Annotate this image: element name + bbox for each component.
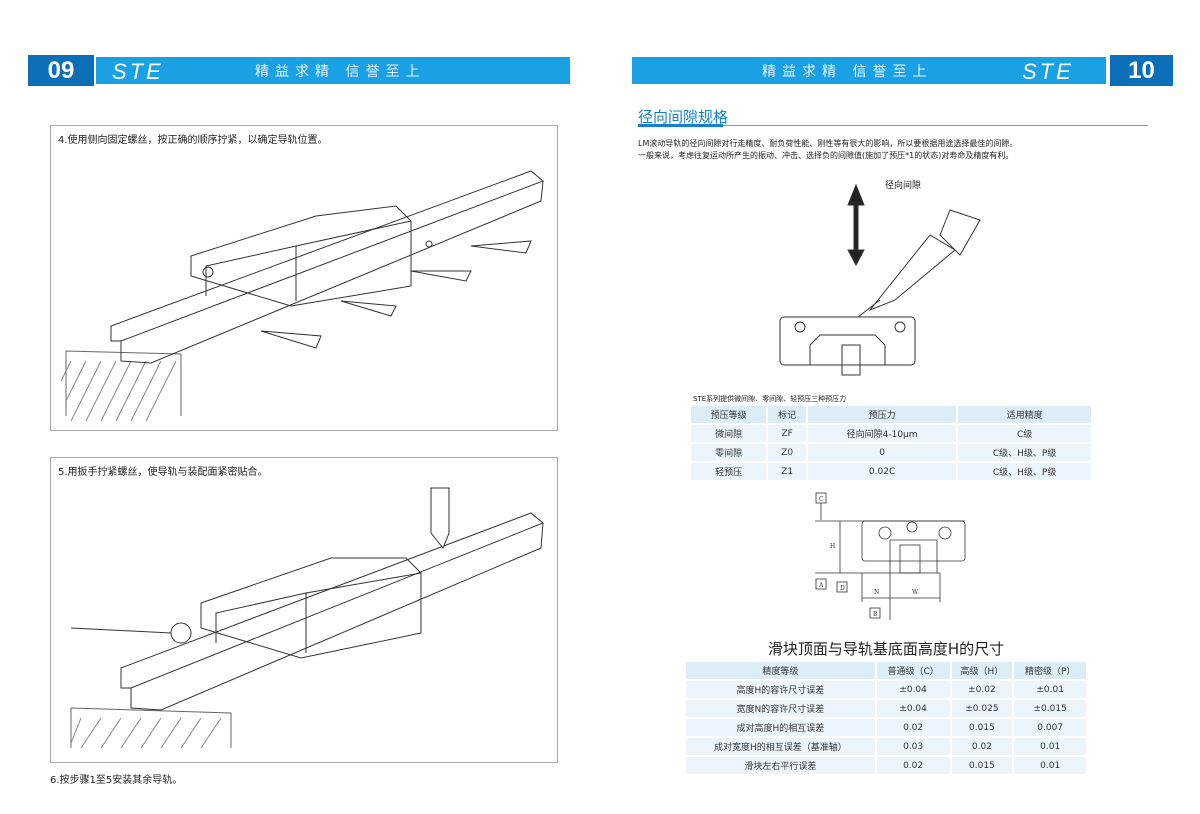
table-row: 精度等级普通级（C）高级（H）精密级（P） [686, 662, 1086, 679]
dimension-diagram: C H A D N W B [815, 492, 966, 620]
table-cell: ±0.02 [951, 681, 1013, 698]
right-header-bar [632, 57, 1106, 84]
radial-clearance-label: 径向间隙 [885, 181, 922, 191]
datum-a-label: A [818, 582, 824, 589]
left-page-number: 09 [28, 55, 94, 86]
table-cell: ±0.04 [876, 681, 950, 698]
section-underline-accent [638, 124, 723, 127]
table-cell: 轻预压 [691, 463, 767, 480]
table-cell: C级、H级、P级 [958, 444, 1091, 461]
left-logo: STE [112, 59, 164, 84]
table-cell: Z1 [768, 463, 806, 480]
table-cell: 成对宽度H的相互误差（基准轴） [686, 738, 875, 755]
step5-figure: 5.用扳手拧紧螺丝，使导轨与装配面紧密贴合。 [50, 457, 558, 763]
width-w-label: W [912, 589, 919, 596]
section-title: 径向间隙规格 [638, 108, 729, 126]
height-table-title: 滑块顶面与导轨基底面高度H的尺寸 [767, 640, 1005, 658]
table-cell: 径向间隙4-10μm [807, 425, 957, 442]
table-cell: 精密级（P） [1014, 662, 1086, 679]
rail-mounting-illustration [60, 170, 544, 422]
datum-c-label: C [819, 496, 824, 503]
table-cell: 预压力 [807, 406, 957, 423]
table-cell: 0.007 [1014, 719, 1086, 736]
table-cell: 高级（H） [951, 662, 1013, 679]
section-underline [638, 125, 1148, 126]
table-cell: 普通级（C） [876, 662, 950, 679]
table-cell: ZF [768, 425, 806, 442]
table-cell: 0.015 [951, 757, 1013, 774]
table-cell: 0.02 [951, 738, 1013, 755]
height-h-label: H [830, 543, 835, 550]
step4-figure: 4.使用侧向固定螺丝，按正确的顺序拧紧，以确定导轨位置。 [50, 125, 558, 431]
table-cell: C级 [958, 425, 1091, 442]
right-slogan: 精益求精 信誉至上 [762, 64, 933, 80]
table-cell: ±0.01 [1014, 681, 1086, 698]
table-cell: 高度H的容许尺寸误差 [686, 681, 875, 698]
table-cell: 0 [807, 444, 957, 461]
table-cell: 适用精度 [958, 406, 1091, 423]
preload-caption: STE系列提供微间隙、零间隙、轻预压三种预压力 [693, 395, 847, 403]
table-cell: 0.01 [1014, 757, 1086, 774]
table-cell: Z0 [768, 444, 806, 461]
table-cell: 成对高度H的相互误差 [686, 719, 875, 736]
table-row: 宽度N的容许尺寸误差±0.04±0.025±0.015 [686, 700, 1086, 717]
intro-line-1: LM滚动导轨的径向间隙对行走精度、耐负荷性能、刚性等有很大的影响，所以要根据用途… [638, 139, 1018, 148]
right-page-number: 10 [1110, 55, 1173, 86]
datum-d-label: D [840, 585, 845, 592]
table-cell: ±0.015 [1014, 700, 1086, 717]
right-logo: STE [1022, 59, 1074, 84]
table-cell: 精度等级 [686, 662, 875, 679]
table-cell: ±0.04 [876, 700, 950, 717]
wrench-tightening-illustration [70, 487, 544, 749]
table-cell: 预压等级 [691, 406, 767, 423]
table-cell: 0.015 [951, 719, 1013, 736]
table-cell: 0.02C [807, 463, 957, 480]
step5-caption: 5.用扳手拧紧螺丝，使导轨与装配面紧密贴合。 [58, 467, 268, 478]
table-cell: 标记 [768, 406, 806, 423]
table-cell: 宽度N的容许尺寸误差 [686, 700, 875, 717]
table-cell: 0.01 [1014, 738, 1086, 755]
datum-b-label: B [873, 611, 878, 618]
width-n-label: N [874, 589, 879, 596]
table-row: 预压等级标记预压力适用精度 [691, 406, 1091, 423]
step4-caption: 4.使用侧向固定螺丝，按正确的顺序拧紧，以确定导轨位置。 [58, 135, 328, 146]
table-cell: 0.02 [876, 719, 950, 736]
step6-caption: 6.按步骤1至5安装其余导轨。 [50, 775, 183, 786]
left-header-bar [96, 57, 570, 84]
intro-line-2: 一般来说，考虑往复运动所产生的振动、冲击、选择负的间隙值(施加了预压*1的状态)… [638, 151, 1014, 160]
table-cell: 0.03 [876, 738, 950, 755]
left-slogan: 精益求精 信誉至上 [255, 64, 426, 80]
height-tolerance-table: 精度等级普通级（C）高级（H）精密级（P） 高度H的容许尺寸误差±0.04±0.… [684, 660, 1088, 776]
table-row: 高度H的容许尺寸误差±0.04±0.02±0.01 [686, 681, 1086, 698]
table-cell: 微间隙 [691, 425, 767, 442]
table-cell: C级、H级、P级 [958, 463, 1091, 480]
radial-clearance-diagram [779, 183, 981, 376]
table-cell: 零间隙 [691, 444, 767, 461]
table-cell: 滑块左右平行误差 [686, 757, 875, 774]
table-cell: 0.02 [876, 757, 950, 774]
table-cell: ±0.025 [951, 700, 1013, 717]
